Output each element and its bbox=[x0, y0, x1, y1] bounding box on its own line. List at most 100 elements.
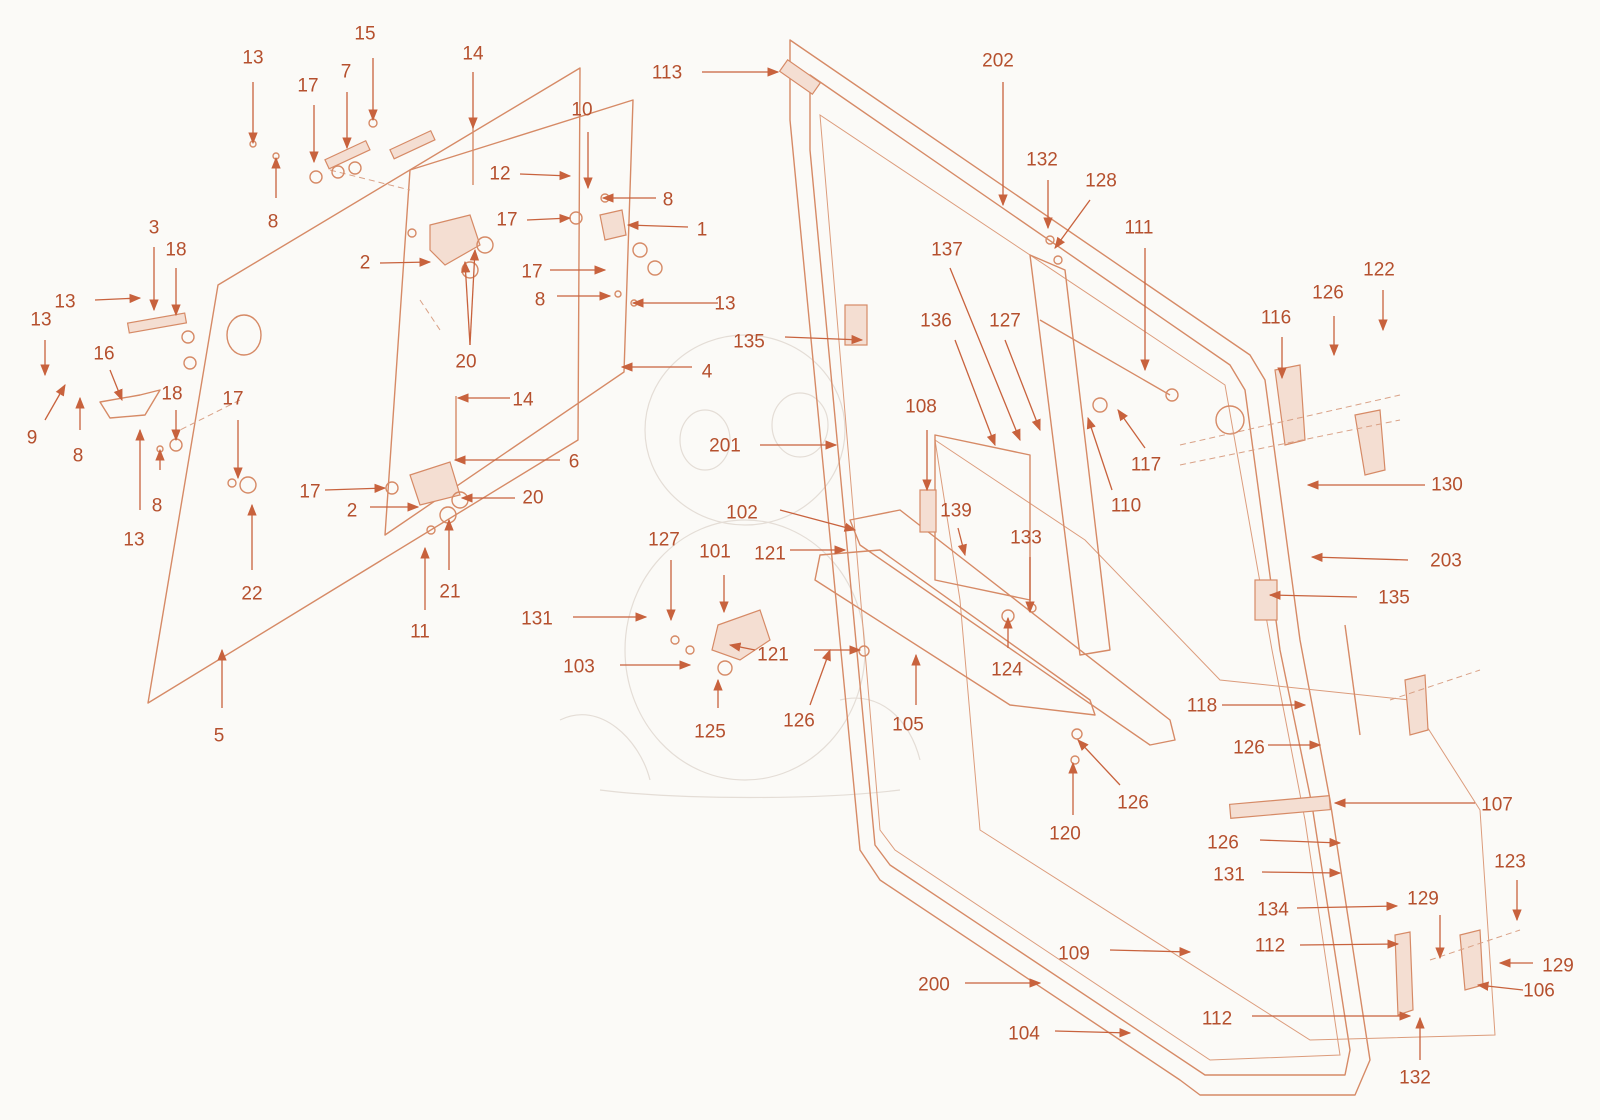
callout-201: 201 bbox=[709, 436, 741, 457]
callout-106: 106 bbox=[1523, 981, 1555, 1002]
panel-hole bbox=[226, 314, 262, 356]
callout-101: 101 bbox=[699, 542, 731, 563]
callout-17: 17 bbox=[297, 76, 318, 97]
callout-8: 8 bbox=[152, 496, 163, 517]
left-hardware bbox=[99, 118, 663, 535]
callout-133: 133 bbox=[1010, 528, 1042, 549]
callout-107: 107 bbox=[1481, 795, 1513, 816]
callout-126: 126 bbox=[783, 711, 815, 732]
callout-2: 2 bbox=[360, 253, 371, 274]
callout-18: 18 bbox=[161, 384, 182, 405]
callout-129: 129 bbox=[1542, 956, 1574, 977]
callout-1: 1 bbox=[697, 220, 708, 241]
callout-17: 17 bbox=[521, 262, 542, 283]
callout-137: 137 bbox=[931, 240, 963, 261]
left-door-panels bbox=[147, 67, 634, 704]
callout-17: 17 bbox=[299, 482, 320, 503]
callout-13: 13 bbox=[123, 530, 144, 551]
callout-20: 20 bbox=[455, 352, 476, 373]
callout-123: 123 bbox=[1494, 852, 1526, 873]
callout-120: 120 bbox=[1049, 824, 1081, 845]
callout-11: 11 bbox=[410, 622, 430, 643]
callout-135: 135 bbox=[1378, 588, 1410, 609]
callout-105: 105 bbox=[892, 715, 924, 736]
callout-130: 130 bbox=[1431, 475, 1463, 496]
callout-126: 126 bbox=[1117, 793, 1149, 814]
callout-111: 111 bbox=[1125, 218, 1154, 239]
callout-8: 8 bbox=[535, 290, 546, 311]
callout-131: 131 bbox=[521, 609, 553, 630]
callout-113: 113 bbox=[652, 63, 682, 84]
callout-3: 3 bbox=[149, 218, 160, 239]
callout-5: 5 bbox=[214, 726, 225, 747]
callout-103: 103 bbox=[563, 657, 595, 678]
glass-panel-5 bbox=[147, 67, 581, 704]
frame-glass bbox=[934, 438, 1496, 1041]
callout-110: 110 bbox=[1111, 496, 1141, 517]
callout-16: 16 bbox=[93, 344, 114, 365]
callouts: 13 15 14 17 7 8 10 12 8 17 1 3 18 13 2 1… bbox=[27, 24, 1574, 1089]
callout-15: 15 bbox=[354, 24, 375, 45]
callout-17: 17 bbox=[496, 210, 517, 231]
latch-arm bbox=[849, 509, 1176, 746]
callout-13: 13 bbox=[54, 292, 75, 313]
callout-22: 22 bbox=[241, 584, 262, 605]
callout-129: 129 bbox=[1407, 889, 1439, 910]
callout-136: 136 bbox=[920, 311, 952, 332]
callout-4: 4 bbox=[702, 362, 713, 383]
callout-21: 21 bbox=[439, 582, 460, 603]
callout-202: 202 bbox=[982, 51, 1014, 72]
callout-112: 112 bbox=[1202, 1009, 1232, 1030]
callout-104: 104 bbox=[1008, 1024, 1040, 1045]
callout-108: 108 bbox=[905, 397, 937, 418]
callout-20: 20 bbox=[522, 488, 543, 509]
frame-outer bbox=[789, 39, 1371, 1096]
callout-134: 134 bbox=[1257, 900, 1289, 921]
callout-126: 126 bbox=[1207, 833, 1239, 854]
callout-14: 14 bbox=[512, 390, 534, 411]
callout-17: 17 bbox=[222, 389, 243, 410]
callout-126: 126 bbox=[1233, 738, 1265, 759]
callout-8: 8 bbox=[73, 446, 84, 467]
callout-10: 10 bbox=[571, 100, 592, 121]
callout-121: 121 bbox=[757, 645, 789, 666]
callout-2: 2 bbox=[347, 501, 358, 522]
callout-109: 109 bbox=[1058, 944, 1090, 965]
callout-128: 128 bbox=[1085, 171, 1117, 192]
callout-7: 7 bbox=[341, 62, 352, 83]
callout-6: 6 bbox=[569, 452, 580, 473]
callout-117: 117 bbox=[1131, 455, 1161, 476]
callout-200: 200 bbox=[918, 975, 950, 996]
callout-9: 9 bbox=[27, 428, 38, 449]
callout-8: 8 bbox=[268, 212, 279, 233]
callout-135: 135 bbox=[733, 332, 765, 353]
callout-122: 122 bbox=[1363, 260, 1395, 281]
cross-bar bbox=[814, 549, 1096, 716]
frame-inner bbox=[809, 74, 1351, 1076]
callout-126: 126 bbox=[1312, 283, 1344, 304]
callout-14: 14 bbox=[462, 44, 484, 65]
callout-8: 8 bbox=[663, 190, 674, 211]
vertical-post bbox=[1029, 254, 1111, 656]
callout-118: 118 bbox=[1187, 696, 1217, 717]
callout-102: 102 bbox=[726, 503, 758, 524]
callout-121: 121 bbox=[754, 544, 786, 565]
callout-13: 13 bbox=[30, 310, 51, 331]
callout-132: 132 bbox=[1399, 1068, 1431, 1089]
callout-18: 18 bbox=[165, 240, 186, 261]
glass-panel-4 bbox=[384, 99, 634, 536]
callout-116: 116 bbox=[1261, 308, 1291, 329]
frame-inner-edge bbox=[819, 114, 1341, 1061]
callout-139: 139 bbox=[940, 501, 972, 522]
callout-127: 127 bbox=[989, 311, 1021, 332]
callout-112: 112 bbox=[1255, 936, 1285, 957]
watermark-mascot bbox=[559, 334, 921, 799]
callout-13: 13 bbox=[714, 294, 735, 315]
callout-127: 127 bbox=[648, 530, 680, 551]
callout-203: 203 bbox=[1430, 551, 1462, 572]
callout-13: 13 bbox=[242, 48, 263, 69]
callout-124: 124 bbox=[991, 660, 1023, 681]
right-door-frame bbox=[670, 39, 1521, 1096]
callout-125: 125 bbox=[694, 722, 726, 743]
